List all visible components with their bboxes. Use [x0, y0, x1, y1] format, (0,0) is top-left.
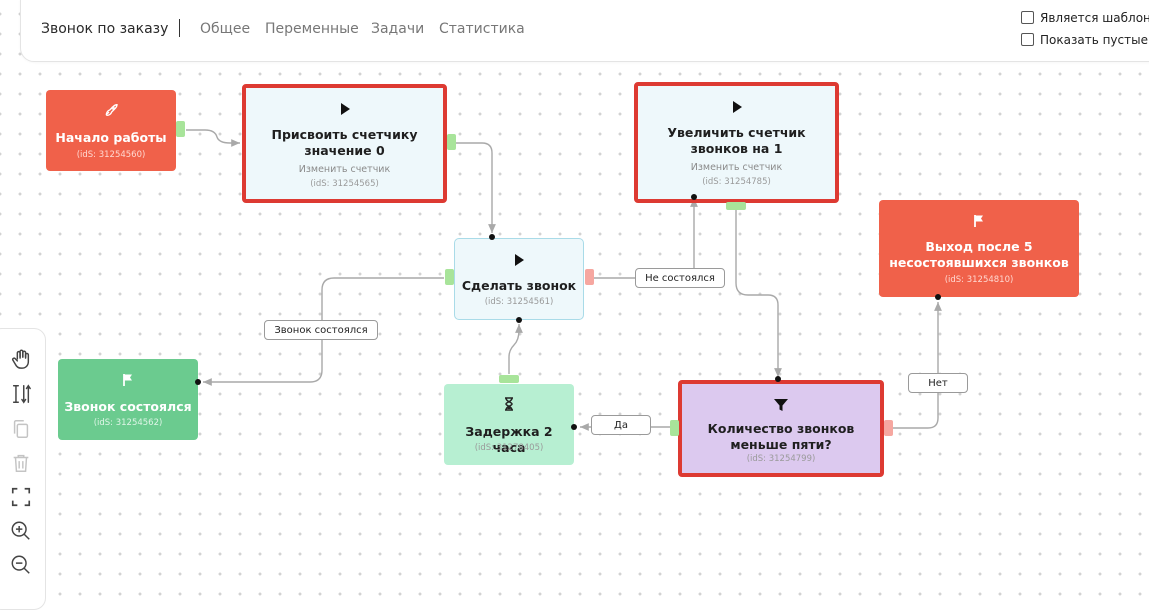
edge-label-yes[interactable]: Да: [591, 415, 651, 435]
port-done-in[interactable]: [195, 379, 201, 385]
port-increment-in[interactable]: [691, 194, 697, 200]
edge-condition-to-exit: [888, 302, 942, 429]
show-empty-checkbox[interactable]: Показать пустые вы: [1021, 33, 1149, 47]
node-delay-id: (idS: 31278405): [474, 443, 544, 453]
node-assign-id: (idS: 31254565): [310, 179, 379, 189]
flag-icon: [879, 213, 1079, 233]
port-call-not-connected[interactable]: [585, 269, 594, 285]
port-call-in[interactable]: [489, 234, 495, 240]
top-bar: Звонок по заказу Общее Переменные Задачи…: [20, 0, 1149, 62]
trash-icon[interactable]: [10, 452, 32, 474]
node-call-done[interactable]: Звонок состоялся (idS: 31254562): [58, 359, 198, 440]
port-exit-in[interactable]: [935, 294, 941, 300]
zoom-in-icon[interactable]: [10, 520, 32, 542]
play-icon: [246, 101, 443, 121]
node-exit-id: (idS: 31254810): [944, 275, 1014, 285]
port-condition-no[interactable]: [884, 420, 893, 436]
edge-delay-to-call: [508, 324, 523, 374]
flag-icon: [58, 372, 198, 392]
hand-icon[interactable]: [10, 348, 32, 370]
edge-label-connected[interactable]: Звонок состоялся: [264, 320, 378, 340]
rocket-icon: [46, 102, 176, 122]
show-empty-label: Показать пустые вы: [1040, 33, 1149, 47]
tab-tasks[interactable]: Задачи: [371, 21, 425, 37]
node-increment-counter[interactable]: Увеличить счетчик звонков на 1 Изменить …: [634, 82, 839, 203]
node-start-id: (idS: 31254560): [76, 150, 146, 160]
node-delay[interactable]: Задержка 2 часа (idS: 31278405): [444, 384, 574, 465]
node-delay-title: Задержка 2 часа: [465, 424, 553, 455]
canvas-toolbar: [0, 328, 46, 610]
tab-variables[interactable]: Переменные: [265, 21, 359, 37]
node-condition[interactable]: Количество звонков меньше пяти? (idS: 31…: [678, 380, 884, 477]
port-start-out[interactable]: [176, 121, 185, 137]
node-done-id: (idS: 31254562): [93, 418, 163, 428]
is-template-checkbox-box[interactable]: [1021, 11, 1034, 24]
port-condition-in[interactable]: [775, 376, 781, 382]
node-increment-subtitle: Изменить счетчик: [690, 162, 783, 173]
node-exit[interactable]: Выход после 5 несостоявшихся звонков (id…: [879, 200, 1079, 297]
is-template-checkbox[interactable]: Является шаблоном: [1021, 11, 1149, 25]
node-condition-id: (idS: 31254799): [746, 454, 816, 464]
play-icon: [455, 252, 583, 272]
node-call-title: Сделать звонок: [461, 278, 577, 293]
edge-start-to-assign: [186, 129, 240, 147]
node-increment-id: (idS: 31254785): [702, 177, 771, 187]
node-start[interactable]: Начало работы (idS: 31254560): [46, 90, 176, 171]
port-delay-out[interactable]: [499, 375, 519, 383]
play-icon: [638, 99, 835, 119]
node-assign-subtitle: Изменить счетчик: [298, 164, 391, 175]
edge-label-no[interactable]: Нет: [908, 373, 968, 393]
port-call-connected[interactable]: [445, 269, 454, 285]
edge-label-not-connected[interactable]: Не состоялся: [635, 268, 725, 288]
node-make-call[interactable]: Сделать звонок (idS: 31254561): [454, 238, 584, 320]
node-assign-counter[interactable]: Присвоить счетчику значение 0 Изменить с…: [242, 84, 447, 203]
swap-vertical-icon[interactable]: [10, 383, 32, 405]
edge-increment-to-condition: [735, 207, 782, 377]
show-empty-checkbox-box[interactable]: [1021, 33, 1034, 46]
port-condition-yes[interactable]: [670, 420, 679, 436]
zoom-out-icon[interactable]: [10, 554, 32, 576]
scenario-title: Звонок по заказу: [41, 21, 169, 37]
port-call-in-bottom[interactable]: [516, 317, 522, 323]
tab-general[interactable]: Общее: [200, 21, 251, 37]
node-exit-title: Выход после 5 несостоявшихся звонков: [889, 239, 1069, 270]
edge-assign-to-call: [455, 142, 496, 233]
port-increment-out[interactable]: [726, 202, 746, 210]
is-template-label: Является шаблоном: [1040, 11, 1149, 25]
node-call-id: (idS: 31254561): [484, 297, 554, 307]
title-divider: [179, 19, 180, 37]
node-condition-title: Количество звонков меньше пяти?: [707, 421, 855, 452]
copy-icon[interactable]: [10, 418, 32, 440]
port-assign-out[interactable]: [447, 134, 456, 150]
tab-statistics[interactable]: Статистика: [439, 21, 525, 37]
port-delay-in[interactable]: [571, 424, 577, 430]
edge-call-to-increment: [594, 198, 698, 279]
node-start-title: Начало работы: [55, 130, 167, 145]
node-assign-title: Присвоить счетчику значение 0: [271, 127, 418, 158]
node-done-title: Звонок состоялся: [64, 399, 192, 414]
fit-screen-icon[interactable]: [10, 486, 32, 508]
filter-icon: [682, 397, 880, 417]
node-increment-title: Увеличить счетчик звонков на 1: [667, 125, 806, 156]
hourglass-icon: [444, 396, 574, 416]
